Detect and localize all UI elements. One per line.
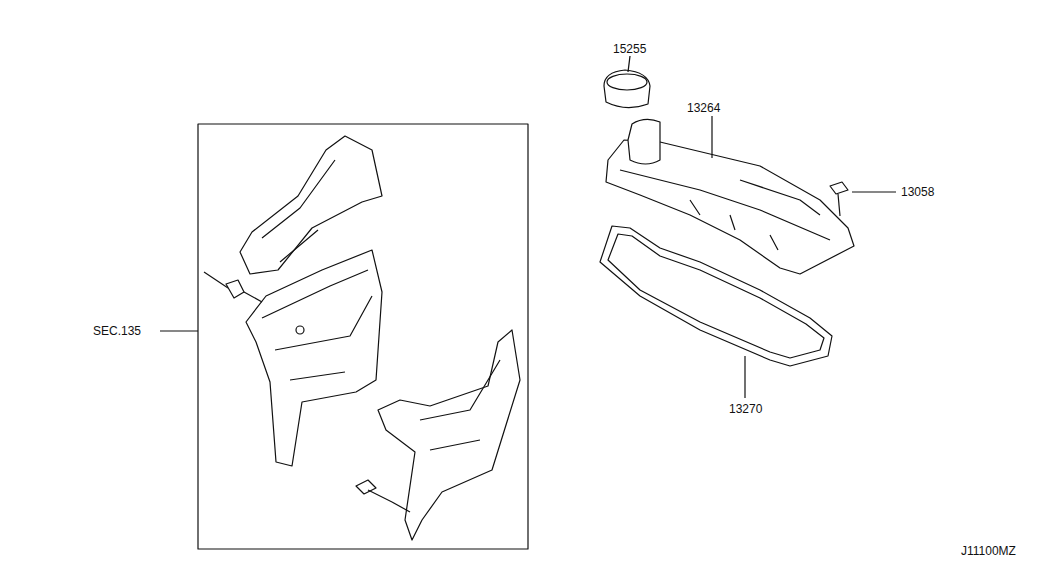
leader-line <box>744 356 745 398</box>
bolt-shank <box>838 194 840 216</box>
bolt-head <box>830 182 848 194</box>
section-reference: SEC.135 <box>92 324 142 338</box>
callout-number: 13058 <box>900 185 935 199</box>
filler-cap <box>604 70 650 108</box>
gasket-inner <box>608 234 824 358</box>
timing-cover-middle <box>246 250 382 466</box>
clip-pin <box>204 272 228 288</box>
timing-cover-upper <box>240 136 382 274</box>
cover-detail <box>262 270 372 380</box>
callout-number: 15255 <box>612 42 647 56</box>
drawing-code: J11100MZ <box>960 544 1017 558</box>
leader-line <box>711 116 712 158</box>
clip <box>226 280 244 298</box>
gasket <box>600 226 832 366</box>
leader-line <box>628 56 630 72</box>
leader-line <box>244 292 262 302</box>
bolt-shank <box>368 490 392 502</box>
leader-line <box>852 191 896 192</box>
callout-number: 13264 <box>686 101 721 115</box>
leader-line <box>392 502 410 512</box>
filler-neck <box>628 119 660 164</box>
timing-cover-lower <box>378 330 520 540</box>
cover-detail <box>420 360 500 450</box>
leader-line <box>160 330 198 331</box>
cover-hole <box>296 326 304 334</box>
callout-number: 13270 <box>728 402 763 416</box>
section-frame <box>198 124 528 549</box>
cover-detail <box>620 170 830 250</box>
filler-cap-top <box>607 74 647 90</box>
cover-detail <box>262 160 335 262</box>
